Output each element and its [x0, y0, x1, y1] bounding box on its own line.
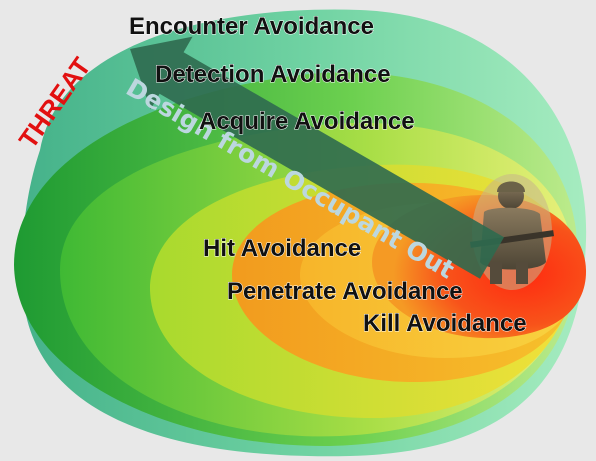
hit-avoidance-label: Hit Avoidance — [203, 235, 361, 262]
acquire-avoidance-label: Acquire Avoidance — [199, 108, 415, 135]
encounter-avoidance-label: Encounter Avoidance — [129, 13, 374, 40]
kill-avoidance-label: Kill Avoidance — [363, 310, 527, 337]
detection-avoidance-label: Detection Avoidance — [155, 61, 391, 88]
penetrate-avoidance-label: Penetrate Avoidance — [227, 278, 463, 305]
soldier-icon — [469, 174, 555, 290]
design-direction-arrow — [130, 36, 504, 279]
